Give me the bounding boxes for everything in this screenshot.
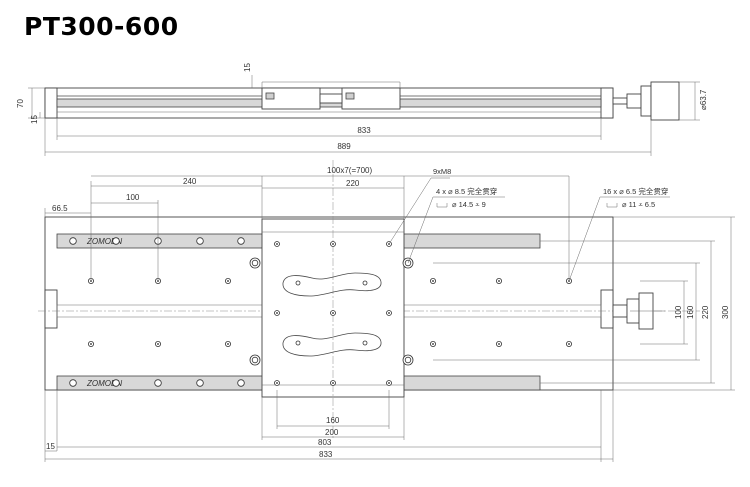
carriage-counterbore-holes bbox=[249, 257, 414, 366]
dim-pitch-total: 100x7(=700) bbox=[327, 166, 372, 175]
dim-length-833-top: 833 bbox=[319, 450, 333, 459]
rail-holes-upper bbox=[69, 237, 245, 245]
dim-width-300: 300 bbox=[721, 305, 730, 319]
side-end-plate-right bbox=[600, 87, 614, 119]
rail-brand-mark-upper: ZOMOEN bbox=[86, 237, 122, 246]
note-counterbore-line2: ⌀ 14.5 ⩡ 9 bbox=[452, 200, 486, 209]
rail-brand-mark-lower: ZOMOEN bbox=[86, 379, 122, 388]
note-counterbore-line1: 4 x ⌀ 8.5 完全贯穿 bbox=[436, 186, 497, 196]
dim-pitch-100: 100 bbox=[126, 193, 140, 202]
carriage-m8-holes bbox=[274, 241, 392, 386]
dim-width-160: 160 bbox=[686, 305, 695, 319]
dim-motor-diameter: ⌀63.7 bbox=[699, 89, 708, 110]
note-through-holes-line2: ⌀ 11 ⩡ 6.5 bbox=[622, 200, 655, 209]
side-block-plug-left bbox=[265, 92, 275, 100]
note-through-holes-line1: 16 x ⌀ 6.5 完全贯穿 bbox=[603, 186, 668, 196]
carriage-cutout-upper bbox=[282, 272, 382, 297]
side-coupling bbox=[612, 97, 628, 105]
side-end-plate-left bbox=[44, 87, 58, 119]
side-block-plug-right bbox=[345, 92, 355, 100]
dim-length-803: 803 bbox=[318, 438, 332, 447]
page-title: PT300-600 bbox=[24, 12, 179, 41]
top-end-plate-right bbox=[600, 289, 614, 329]
top-view: ZOMOEN ZOMOEN bbox=[38, 160, 735, 462]
dim-width-100: 100 bbox=[674, 305, 683, 319]
dim-carriage-220: 220 bbox=[346, 179, 360, 188]
side-motor bbox=[650, 81, 680, 121]
top-end-plate-left bbox=[44, 289, 58, 329]
top-coupling bbox=[612, 304, 628, 318]
dim-length-833: 833 bbox=[357, 126, 371, 135]
dim-edge-66-5: 66.5 bbox=[52, 204, 68, 213]
dim-length-889: 889 bbox=[337, 142, 351, 151]
dim-block-15: 15 bbox=[243, 63, 252, 72]
dim-carriage-200: 200 bbox=[325, 428, 339, 437]
dim-span-240: 240 bbox=[183, 177, 197, 186]
side-block-joint bbox=[319, 93, 343, 104]
dim-base-15: 15 bbox=[30, 115, 39, 124]
dim-height-70: 70 bbox=[16, 99, 25, 108]
carriage-cutout-lower bbox=[282, 332, 382, 357]
rail-holes-lower bbox=[69, 379, 245, 387]
dim-edge-15: 15 bbox=[46, 442, 55, 451]
side-view: 70 15 15 833 889 ⌀63.7 bbox=[16, 63, 708, 156]
side-motor-flange bbox=[640, 85, 652, 117]
dim-width-220: 220 bbox=[701, 305, 710, 319]
note-threads-9xm8: 9xM8 bbox=[433, 167, 451, 176]
dim-carriage-160: 160 bbox=[326, 416, 340, 425]
side-coupling-hub bbox=[626, 93, 642, 109]
